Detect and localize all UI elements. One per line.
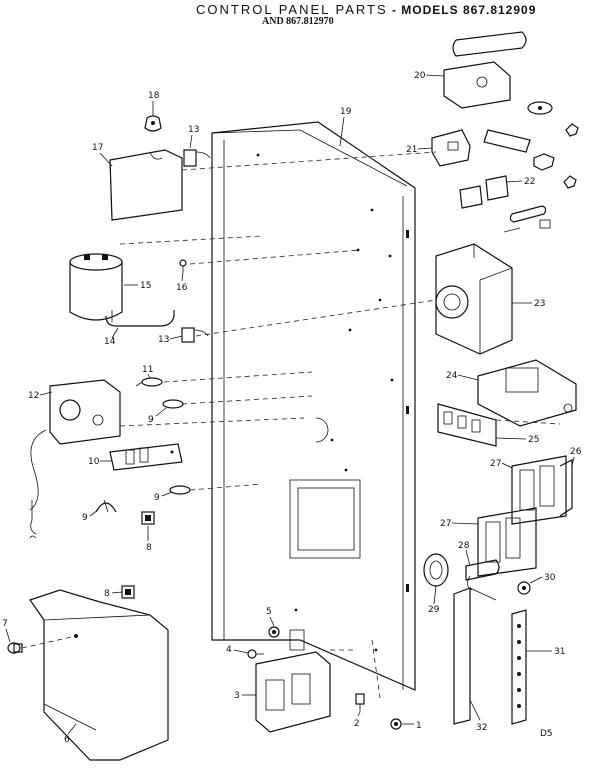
cover-6 [29, 589, 169, 761]
callout-15: 15 [140, 281, 151, 291]
callout-8-lower: 8 [104, 589, 110, 599]
terminal-strip-31 [511, 609, 527, 725]
bracket-26 [559, 459, 573, 517]
callout-1: 1 [416, 721, 422, 731]
callout-9-c: 9 [82, 513, 88, 523]
callout-9-b: 9 [154, 493, 160, 503]
nut-30 [517, 581, 531, 595]
callout-18: 18 [148, 91, 160, 101]
nut-1 [390, 718, 402, 730]
callout-labels: 1 2 3 4 5 6 7 8 8 9 9 9 10 11 12 13 13 1… [2, 71, 582, 745]
callout-27-upper: 27 [490, 459, 501, 469]
callout-27-lower: 27 [440, 519, 451, 529]
lens-29 [423, 553, 449, 587]
callout-8-upper: 8 [146, 543, 152, 553]
light-21 [431, 129, 471, 167]
motor-20 [443, 31, 527, 109]
callout-3: 3 [234, 691, 240, 701]
callout-22: 22 [524, 177, 535, 187]
callout-21: 21 [406, 145, 417, 155]
callout-26: 26 [570, 447, 582, 457]
grommet-8-upper [141, 511, 155, 525]
clip-13-upper [183, 149, 211, 167]
switch-3 [255, 629, 331, 733]
transformer-24 [477, 359, 577, 427]
callout-24: 24 [446, 371, 458, 381]
callout-30: 30 [544, 573, 556, 583]
terminal-block-10 [109, 443, 183, 471]
switch-22 [459, 175, 551, 233]
capacitor-15 [69, 253, 123, 321]
callout-32: 32 [476, 723, 487, 733]
thermostat-12 [29, 379, 121, 539]
callout-28: 28 [458, 541, 470, 551]
callout-14: 14 [104, 337, 116, 347]
callout-11: 11 [142, 365, 153, 375]
relay-27-lower [477, 507, 537, 577]
callout-12: 12 [28, 391, 39, 401]
screw-2 [355, 693, 365, 712]
clamp-9-a [162, 399, 184, 409]
callout-20: 20 [414, 71, 426, 81]
panel-32 [453, 587, 497, 725]
relay-27-upper [511, 455, 567, 525]
callout-17: 17 [92, 143, 103, 153]
callout-16: 16 [176, 283, 188, 293]
callout-23: 23 [534, 299, 545, 309]
callout-7: 7 [2, 619, 8, 629]
clip-18 [144, 115, 162, 132]
callout-19: 19 [340, 107, 352, 117]
callout-5: 5 [266, 607, 272, 617]
callout-10: 10 [88, 457, 100, 467]
bracket-plate-17 [109, 149, 183, 221]
callout-13-lower: 13 [158, 335, 169, 345]
clamp-11 [135, 377, 163, 387]
shaft-assembly [483, 101, 579, 189]
title-main: CONTROL PANEL PARTS [196, 2, 388, 17]
bracket-28 [465, 559, 500, 591]
clip-13-lower [181, 327, 209, 343]
callout-13-upper: 13 [188, 125, 199, 135]
assembly-lines [21, 151, 561, 699]
timer-23 [435, 243, 513, 355]
clamp-9-b [169, 485, 191, 495]
strap-14 [105, 310, 175, 327]
callout-4: 4 [226, 645, 232, 655]
title-models: - MODELS 867.812909 [387, 3, 537, 17]
callout-31: 31 [554, 647, 565, 657]
diagram-title: CONTROL PANEL PARTS - MODELS 867.812909 [196, 2, 536, 17]
screw-4 [247, 649, 264, 659]
callout-6: 6 [64, 735, 70, 745]
callout-9-a: 9 [148, 415, 154, 425]
screw-5 [268, 626, 280, 638]
grommet-8-lower [121, 585, 135, 599]
clamp-9-c [95, 499, 117, 513]
diagram-code: D5 [540, 729, 553, 739]
callout-29: 29 [428, 605, 440, 615]
callout-25: 25 [528, 435, 539, 445]
control-panel-19 [211, 121, 416, 691]
diagram-subtitle: AND 867.812970 [262, 16, 334, 27]
terminal-board-25 [437, 403, 497, 447]
callout-2: 2 [354, 719, 360, 729]
screw-16 [179, 259, 187, 272]
knob-7 [7, 642, 23, 654]
